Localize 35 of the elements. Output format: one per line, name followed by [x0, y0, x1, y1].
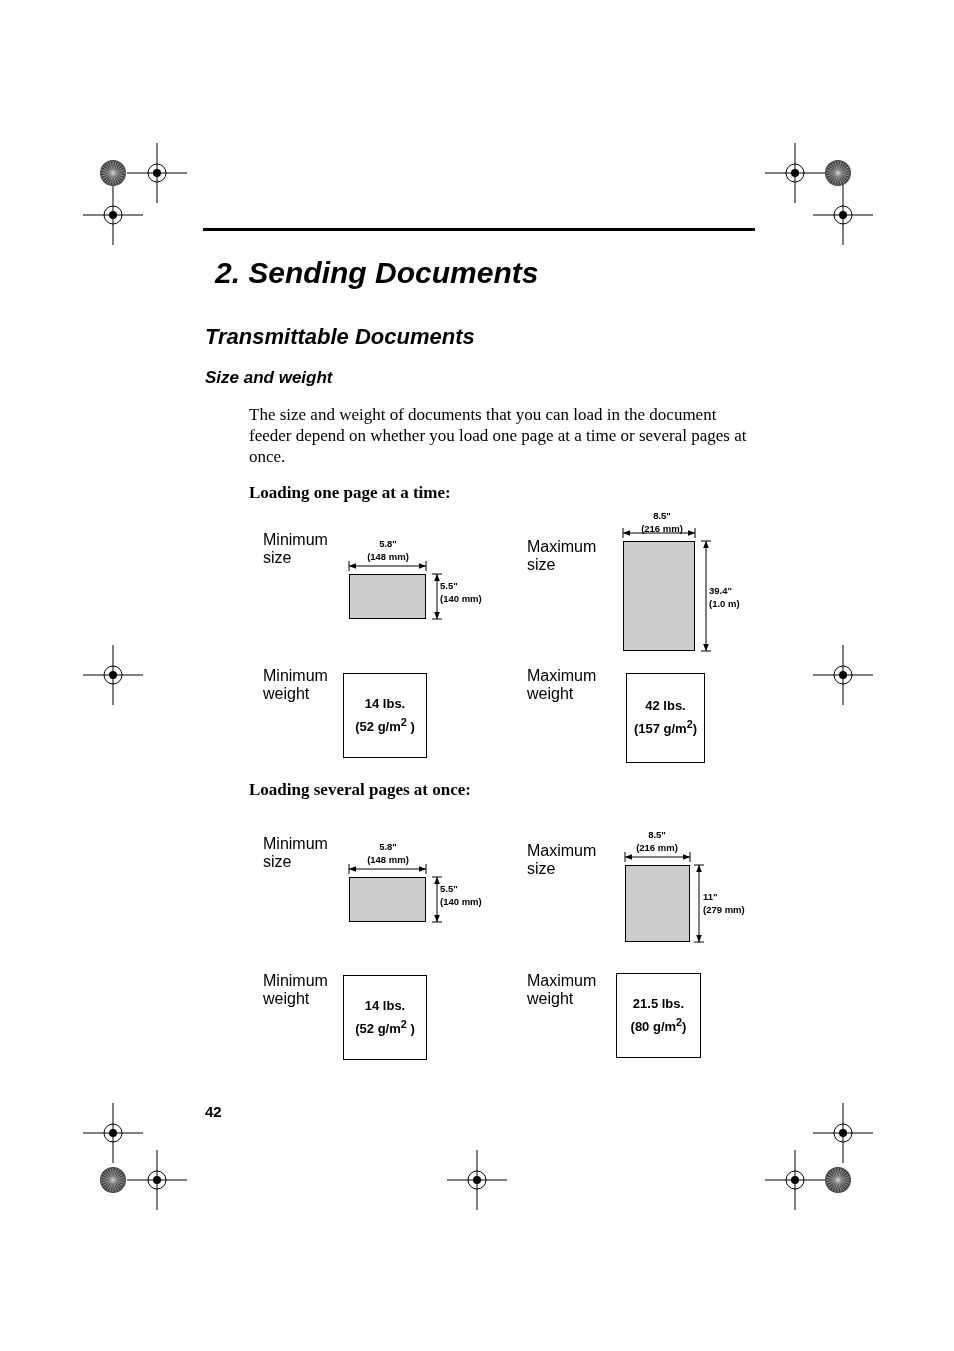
page-title: 2. Sending Documents — [215, 256, 539, 290]
weight-value: 42 lbs. (157 g/m$^{2}$) — [633, 697, 698, 739]
weight-value: 14 lbs. (52 g/m$^{2}$ ) — [355, 694, 415, 737]
paper-sheet — [349, 574, 426, 619]
weight-box — [343, 673, 427, 758]
dimension-label: 8.5" (216 mm) — [641, 509, 683, 535]
item-caption: Maximum weight — [527, 972, 598, 1008]
body-paragraph: The size and weight of documents that you can load in the document feeder depend on whether you load one page at a time or several pages at once. — [249, 404, 748, 467]
item-caption: Maximum size — [527, 538, 598, 574]
dimension-label: 5.5" (140 mm) — [440, 882, 482, 908]
page-number: 42 — [205, 1103, 222, 1120]
dimension-label: 5.8" (148 mm) — [367, 840, 409, 866]
weight-box — [343, 975, 427, 1060]
item-caption: Minimum size — [263, 835, 329, 871]
dimension-label: 11" (279 mm) — [703, 890, 745, 916]
weight-value: 14 lbs. (52 g/m$^{2}$ ) — [355, 996, 415, 1039]
paper-sheet — [625, 865, 690, 942]
paper-sheet — [623, 541, 695, 651]
dimension-label: 8.5" (216 mm) — [636, 828, 678, 854]
item-caption: Maximum size — [527, 842, 598, 878]
dimension-label: 5.8" (148 mm) — [367, 537, 409, 563]
paper-sheet — [349, 877, 426, 922]
weight-box — [616, 973, 701, 1058]
item-caption: Minimum weight — [263, 972, 329, 1008]
lead-in-text: Loading several pages at once: — [249, 780, 471, 800]
weight-box — [626, 673, 705, 763]
weight-value: 21.5 lbs. (80 g/m$^{2}$) — [630, 994, 687, 1037]
dimension-label: 39.4" (1.0 m) — [709, 584, 740, 610]
dimension-label: 5.5" (140 mm) — [440, 579, 482, 605]
section-heading: Transmittable Documents — [205, 324, 475, 350]
item-caption: Minimum weight — [263, 667, 329, 703]
lead-in-text: Loading one page at a time: — [249, 483, 451, 503]
item-caption: Minimum size — [263, 531, 329, 567]
subsection-heading: Size and weight — [205, 368, 333, 388]
item-caption: Maximum weight — [527, 667, 598, 703]
